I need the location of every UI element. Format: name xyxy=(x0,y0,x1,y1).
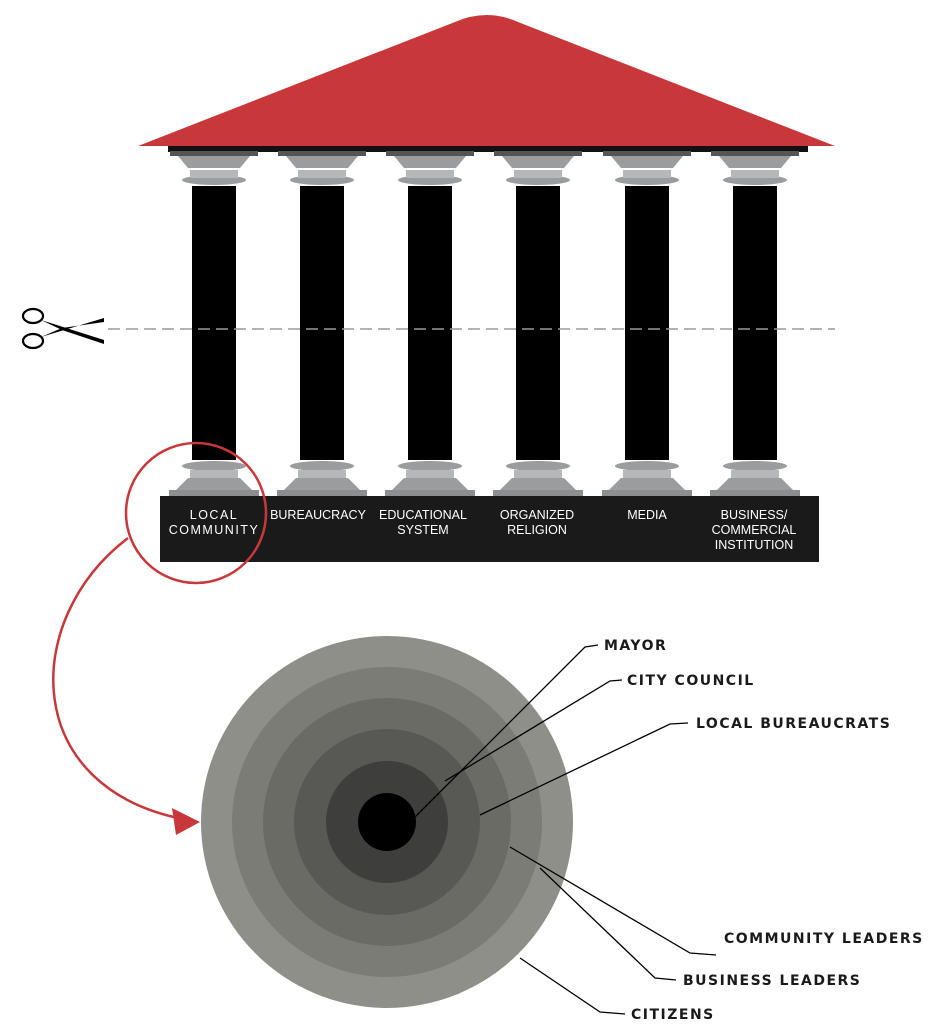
pillar-label: LOCAL xyxy=(190,508,239,522)
leader-line xyxy=(519,957,626,1015)
leader-line xyxy=(479,722,689,816)
entablature xyxy=(168,146,808,152)
column xyxy=(710,151,800,496)
highlight-circle xyxy=(124,441,268,585)
pillar-label: COMMUNITY xyxy=(169,523,260,537)
column xyxy=(169,151,259,496)
column xyxy=(385,151,475,496)
pillar-label: EDUCATIONAL xyxy=(379,508,467,522)
connector-arrow xyxy=(52,537,189,822)
ring-label: LOCAL BUREAUCRATS xyxy=(696,716,891,732)
ring-label: MAYOR xyxy=(604,638,667,654)
pillar-label: COMMERCIAL xyxy=(712,523,797,537)
pillar-label: MEDIA xyxy=(627,508,667,522)
pillar-label: RELIGION xyxy=(507,523,567,537)
ring-label: COMMUNITY LEADERS xyxy=(724,931,924,947)
scissors-icon xyxy=(21,307,104,350)
pillar-label: BUREAUCRACY xyxy=(270,508,367,522)
column xyxy=(277,151,367,496)
columns xyxy=(169,151,800,496)
column xyxy=(493,151,583,496)
power-rings xyxy=(201,636,573,1008)
pillar-label: SYSTEM xyxy=(397,523,448,537)
ring-labels: MAYOR CITY COUNCIL LOCAL BUREAUCRATS COMMUN… xyxy=(604,638,924,1023)
temple-base xyxy=(160,496,819,562)
ring-label: BUSINESS LEADERS xyxy=(683,973,861,989)
pillar-label: BUSINESS/ xyxy=(721,508,788,522)
ring-mayor xyxy=(358,793,416,851)
ring-leader-lines xyxy=(406,644,717,1015)
leader-line xyxy=(539,867,677,981)
leader-line xyxy=(444,679,623,782)
arrow-head xyxy=(172,808,200,835)
ring-label: CITIZENS xyxy=(631,1007,715,1023)
pillar-label: ORGANIZED xyxy=(500,508,574,522)
roof xyxy=(138,15,835,146)
pillar-label: INSTITUTION xyxy=(715,538,793,552)
column xyxy=(602,151,692,496)
leader-line xyxy=(406,644,599,826)
ring-label: CITY COUNCIL xyxy=(627,673,755,689)
leader-line xyxy=(509,846,717,956)
